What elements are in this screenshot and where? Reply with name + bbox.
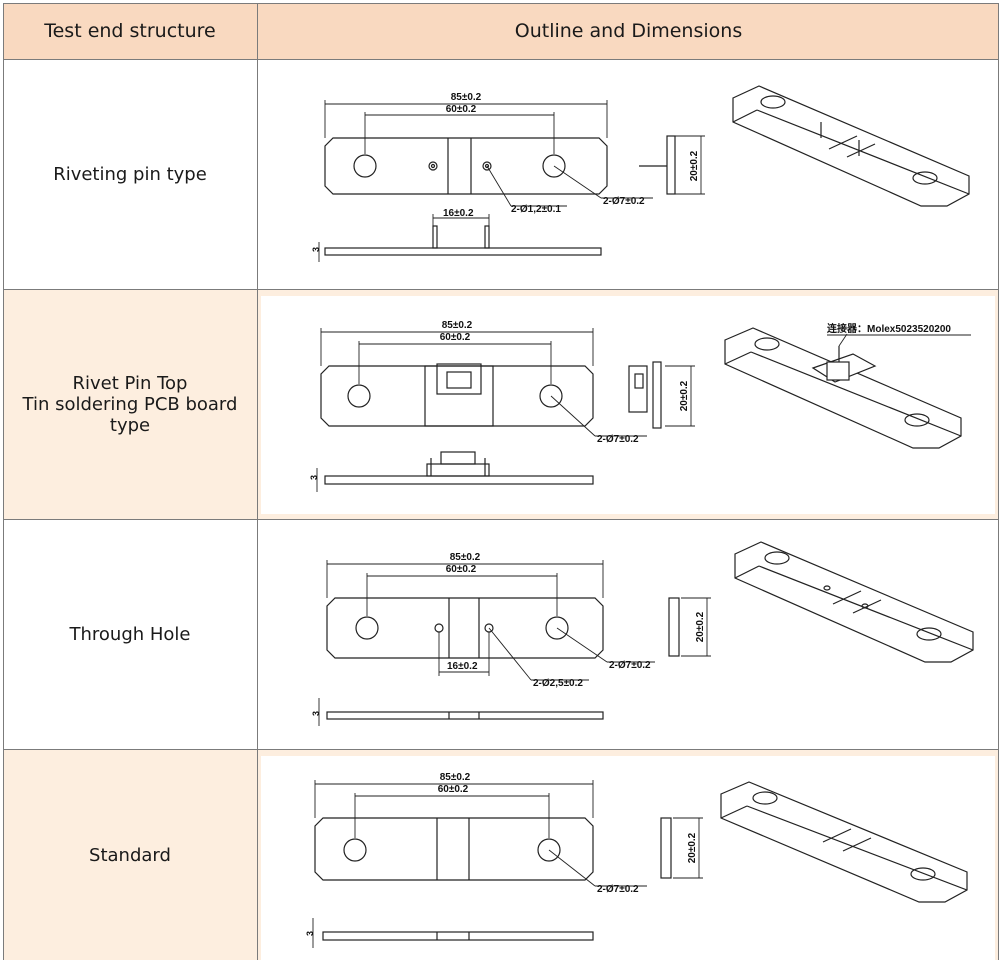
dim-thickness: 3 [311, 247, 321, 252]
drawing-cell: 85±0.2 60±0.2 2-Ø7±0.2 3 [261, 296, 995, 514]
side-view: 3 [305, 918, 594, 948]
dim-thickness: 3 [305, 931, 315, 936]
dim-holes: 60±0.2 [446, 104, 477, 115]
dim-hole-dia: 2-Ø7±0.2 [597, 434, 639, 445]
dim-overall: 85±0.2 [442, 320, 473, 331]
dim-overall: 85±0.2 [440, 772, 471, 783]
table-row-standard: Standard 85±0.2 60±0.2 2-Ø7±0.2 [3, 750, 999, 960]
row-divider [3, 289, 999, 290]
row-label: Through Hole [3, 520, 257, 749]
dim-holes: 60±0.2 [440, 332, 471, 343]
row-divider [3, 519, 999, 520]
top-view [314, 817, 594, 881]
connector-label: 连接器：Molex5023520200 [827, 322, 951, 335]
specification-table: Test end structure Outline and Dimension… [3, 3, 999, 960]
table-border-left [3, 3, 4, 960]
header-cell-outline-dimensions: Outline and Dimensions [258, 3, 999, 59]
drawing-cell: 85±0.2 60±0.2 16±0.2 2-Ø2,5±0.2 2-Ø7±0.2… [261, 526, 995, 744]
top-view [326, 597, 604, 659]
dim-thickness: 3 [309, 475, 319, 480]
dim-pin-dia: 2-Ø2,5±0.2 [533, 678, 583, 689]
row-label-line: Riveting pin type [53, 164, 207, 185]
dim-overall: 85±0.2 [451, 92, 482, 103]
drawing-cell: 85±0.2 60±0.2 2-Ø7±0.2 3 20±0.2 [261, 756, 995, 960]
isometric-view [720, 781, 968, 903]
row-label: Rivet Pin Top Tin soldering PCB board ty… [3, 290, 257, 519]
dim-hole-dia: 2-Ø7±0.2 [597, 884, 639, 895]
isometric-view [724, 327, 962, 449]
dim-overall: 85±0.2 [450, 552, 481, 563]
dim-width: 20±0.2 [689, 150, 700, 181]
dim-hole-dia: 2-Ø7±0.2 [609, 660, 651, 671]
isometric-view [734, 541, 974, 663]
row-label-line: Tin soldering PCB board type [22, 394, 238, 436]
table-divider-column [257, 3, 258, 960]
header-cell-test-end-structure: Test end structure [3, 3, 257, 59]
side-view: 16±0.2 3 [311, 208, 602, 262]
row-label-line: Rivet Pin Top [72, 373, 188, 394]
header-label-outline-dimensions: Outline and Dimensions [514, 20, 743, 42]
row-divider [3, 749, 999, 750]
drawing-riveting-pin: 85±0.2 60±0.2 2-Ø1,2±0.1 2-Ø7±0.2 16±0.2… [311, 85, 970, 262]
side-view: 3 [309, 451, 594, 492]
dim-width: 20±0.2 [687, 832, 698, 863]
dim-pin-dia: 2-Ø1,2±0.1 [511, 204, 561, 215]
dim-holes: 60±0.2 [446, 564, 477, 575]
header-label-test-end-structure: Test end structure [44, 20, 216, 42]
end-view: 20±0.2 [668, 597, 711, 657]
table-row-riveting-pin: Riveting pin type 85±0.2 [3, 60, 999, 289]
drawing-cell: 85±0.2 60±0.2 2-Ø1,2±0.1 2-Ø7±0.2 16±0.2… [261, 66, 995, 284]
top-view [320, 363, 594, 427]
row-label-line: Through Hole [69, 624, 191, 645]
table-row-rivet-pin-top: Rivet Pin Top Tin soldering PCB board ty… [3, 290, 999, 519]
table-row-through-hole: Through Hole 85±0.2 60±0.2 [3, 520, 999, 749]
dim-pin-pitch: 16±0.2 [443, 208, 474, 219]
dim-thickness: 3 [311, 711, 321, 716]
table-border-right [998, 3, 999, 960]
row-label: Riveting pin type [3, 60, 257, 289]
dim-pin-pitch: 16±0.2 [447, 661, 478, 672]
dim-holes: 60±0.2 [438, 784, 469, 795]
row-label: Standard [3, 750, 257, 960]
side-view: 3 [311, 698, 604, 726]
row-label-line: Standard [89, 844, 171, 866]
drawing-standard: 85±0.2 60±0.2 2-Ø7±0.2 3 20±0.2 [305, 772, 968, 948]
top-view [324, 137, 608, 195]
row-divider [3, 59, 999, 60]
dim-width: 20±0.2 [679, 380, 690, 411]
end-view: 20±0.2 [628, 361, 695, 429]
end-view: 20±0.2 [639, 135, 705, 195]
drawing-rivet-pin-top: 85±0.2 60±0.2 2-Ø7±0.2 3 [309, 320, 971, 492]
dim-width: 20±0.2 [695, 611, 706, 642]
end-view: 20±0.2 [660, 817, 703, 879]
table-border-top [3, 3, 999, 4]
dim-hole-dia: 2-Ø7±0.2 [603, 196, 645, 207]
drawing-through-hole: 85±0.2 60±0.2 16±0.2 2-Ø2,5±0.2 2-Ø7±0.2… [311, 541, 974, 726]
isometric-view [732, 85, 970, 207]
